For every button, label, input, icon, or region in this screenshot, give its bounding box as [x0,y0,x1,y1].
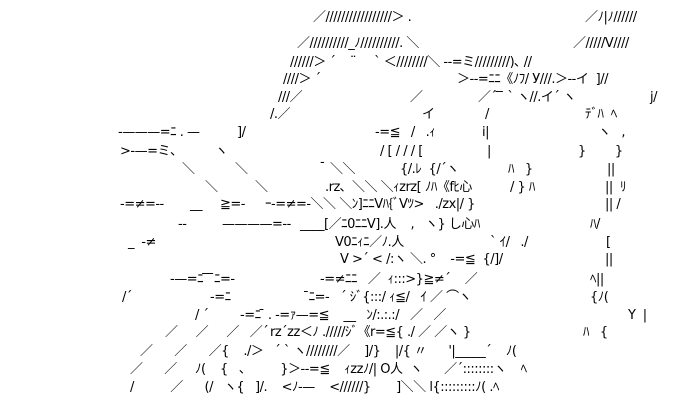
art-row-7-seg-4: } } [578,144,623,159]
art-row-17-seg-1: rz´zz＜ﾉ ./////ｼﾞ《r=≦{ ./ ／ ／ヽ } [270,325,471,340]
art-row-11-seg-0: -- [178,217,187,232]
art-row-10-seg-2: ≧=- [220,197,245,212]
art-row-9-seg-0: ＼ [205,180,218,195]
art-row-6-seg-1: ]/ [237,125,246,140]
art-row-16-seg-0: / ´ [195,308,209,323]
art-row-10-seg-3: ｰ-=≠=-＼＼ ＼ﾝ]ﾆﾆVﾊ{ﾞVﾂ> ./zx|/ } [265,197,475,212]
art-row-9-seg-3: ＼＼ ＼ｨzrz[ ﾉﾊ《fﾋ心 [352,180,472,195]
art-row-1-seg-1: ／/////V//// [573,36,629,51]
art-row-14-seg-1: -=≠ﾆﾆ ／ ｨ:::>}≧≠´ ／ [320,272,478,287]
art-row-7-seg-0: >-—=ミ、 [120,144,183,159]
art-row-14-seg-0: -—=ﾆ ̄ ̄ ̄ﾆ=- [170,272,235,287]
art-row-9-seg-1: ＼ [255,180,268,195]
art-row-9-seg-5: || ﾘ [605,180,627,195]
art-row-4-seg-2: ／´ ̄ ̄ ` ヽ//.イ´ ヽ [478,90,576,105]
art-row-15-seg-1: -=ﾆ [210,290,231,305]
art-row-8-seg-0: ＼ [182,162,195,177]
art-row-8-seg-4: {/.ﾚ {/´ヽ [400,162,459,177]
art-row-4-seg-0: ///／ [278,90,303,105]
art-row-8-seg-6: || [607,162,615,177]
art-row-0-seg-0: ／/////////////////＞ . [313,10,412,25]
art-row-13-seg-0: V >´ < /:ヽ ＼. ° -=≦ {/]/ [340,252,503,267]
art-row-6-seg-3: i| [482,125,490,140]
art-row-12-seg-3: [ [606,235,611,250]
art-row-10-seg-4: || / [605,197,621,212]
art-row-11-seg-1: ————=-- [222,217,291,232]
art-row-5-seg-0: /.／ [270,107,291,122]
art-row-8-seg-5: ﾊ } [508,162,533,177]
art-row-8-seg-2: - [320,155,325,170]
art-row-9-seg-4: / } ﾊ [510,180,535,195]
art-row-16-seg-2: Y | [628,308,647,323]
art-row-7-seg-2: / [ / / / [ [380,144,423,159]
art-row-7-seg-1: ヽ [215,144,228,159]
art-row-11-seg-2: ____[／ﾆ0ﾆﾆV].人 , ヽ} し心ﾊ [300,217,480,232]
art-row-2-seg-0: //////＞ ´ ¨ ` ＜////////＼ --=ミ/////////)､… [290,55,532,70]
art-row-7-seg-3: | [487,144,491,159]
art-row-5-seg-3: ﾃﾞﾊ ﾍ [585,107,617,122]
art-row-10-seg-0: -=≠=-- [120,197,164,212]
art-row-6-seg-2: -=≦ / .ｨ [375,125,436,140]
art-row-5-seg-2: / [485,107,489,122]
art-row-1-seg-0: ／//////////_ﾉ//////////. ＼ [297,36,419,51]
art-row-4-seg-3: j/ [650,90,658,105]
art-row-12-seg-1: V0ﾆｨﾆ／ﾉ.人 [335,235,404,250]
art-row-20-seg-0: / ／ (/ ヽ{ ]/. <ﾉ-— <//////} ]＼＼ l{::::::… [130,380,499,395]
art-row-8-seg-3: ＼＼ [330,162,356,177]
art-row-17-seg-2: ﾊ { [583,325,608,340]
art-row-9-seg-2: .rz､ [325,180,346,195]
art-row-3-seg-0: ////＞ ´ [283,72,321,87]
art-row-18-seg-0: ／ ／ ／{ ./＞ ´ ` ヽ////////／ ]/} |/{ 〃 '|__… [140,344,517,359]
art-row-0-seg-1: ／ﾉ|ﾉ////// [585,10,637,25]
art-row-13-seg-1: || [605,252,613,267]
art-row-16-seg-1: -=ﾆ ̄ . -=ｧ—=≦ __ ﾝ/:.:.:/ ／ ／ [240,308,446,323]
art-row-8-seg-1: ＼ [235,162,248,177]
art-row-12-seg-0: _ -≠ [128,235,156,250]
art-row-15-seg-3: {ﾉ( [590,290,609,305]
art-row-17-seg-0: ／ ／ ／ ／´ [165,325,269,340]
art-row-19-seg-0: ／ ／ ﾉ( { 、 }＞--=≦ ｨzzﾉ/| O人 ヽ ／´::::::::… [130,362,527,377]
art-row-3-seg-1: ＞--=ﾆﾆ《ﾉﾌ/ У///.＞--イ ]// [457,72,608,87]
art-row-15-seg-0: /´ [122,290,132,305]
art-row-14-seg-2: ﾍ|| [590,272,604,287]
art-row-12-seg-2: ` ｲ/ ./ [490,235,528,250]
art-row-15-seg-2: ̄ﾆ=- ´ ｼﾞ{:::/ ｨ≦/ ｲ ／ ⌒ヽ [305,290,472,305]
art-row-4-seg-1: ／ [410,90,423,105]
art-row-6-seg-4: ヽ , [598,125,626,140]
art-row-5-seg-1: イ [422,107,435,122]
art-row-10-seg-1: __ [190,197,203,212]
art-row-11-seg-3: ﾊ/ [590,217,600,232]
art-row-6-seg-0: -———=ﾆ . — [118,125,200,140]
